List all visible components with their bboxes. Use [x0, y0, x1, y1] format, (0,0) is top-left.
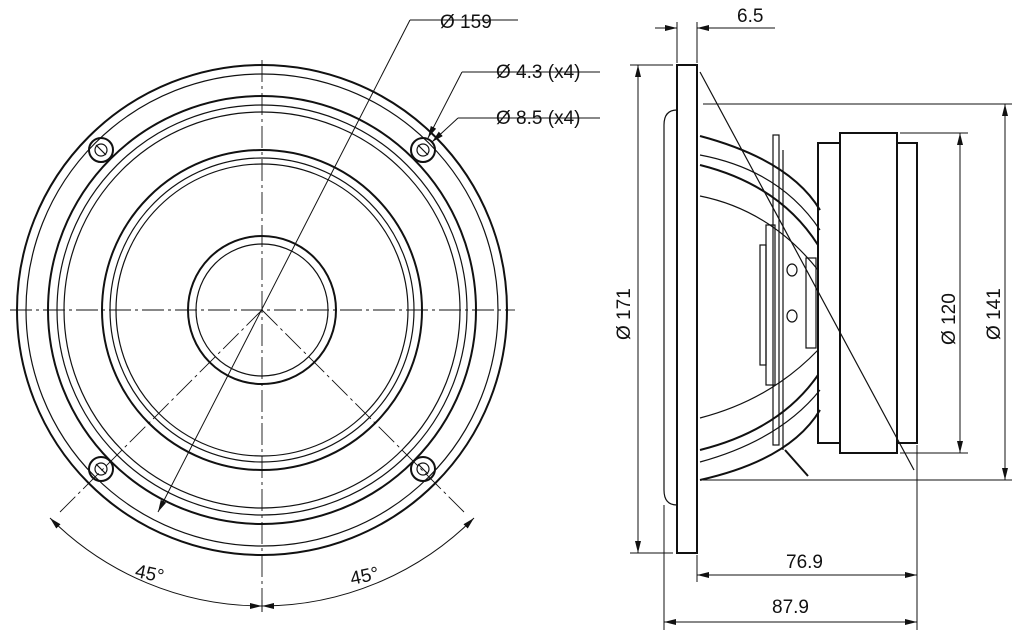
label-angle-right: 45° [348, 563, 380, 590]
frame-flange [676, 64, 698, 554]
label-basket-diameter: Ø 141 [984, 288, 1005, 340]
mounting-screw [410, 456, 436, 482]
mounting-screw [410, 137, 436, 163]
front-view: Ø 159 Ø 4.3 (x4) Ø 8.5 (x4) 45° 45° [10, 12, 600, 612]
label-counterbore-diameter: Ø 8.5 (x4) [496, 108, 580, 129]
magnet [839, 132, 898, 454]
side-view: 6.5 Ø 171 Ø 120 Ø 141 76.9 87.9 [614, 6, 1012, 630]
label-total-depth: 87.9 [772, 597, 809, 618]
mounting-screw [88, 456, 114, 482]
label-frame-diameter: Ø 171 [614, 288, 635, 340]
gasket [663, 109, 678, 506]
label-flange-thickness: 6.5 [737, 6, 763, 27]
label-hole-diameter: Ø 4.3 (x4) [496, 62, 580, 83]
mounting-screw [88, 137, 114, 163]
label-outer-diameter: Ø 159 [440, 12, 492, 33]
label-angle-left: 45° [133, 561, 165, 588]
label-mounting-depth: 76.9 [786, 552, 823, 573]
label-magnet-diameter: Ø 120 [939, 293, 960, 345]
